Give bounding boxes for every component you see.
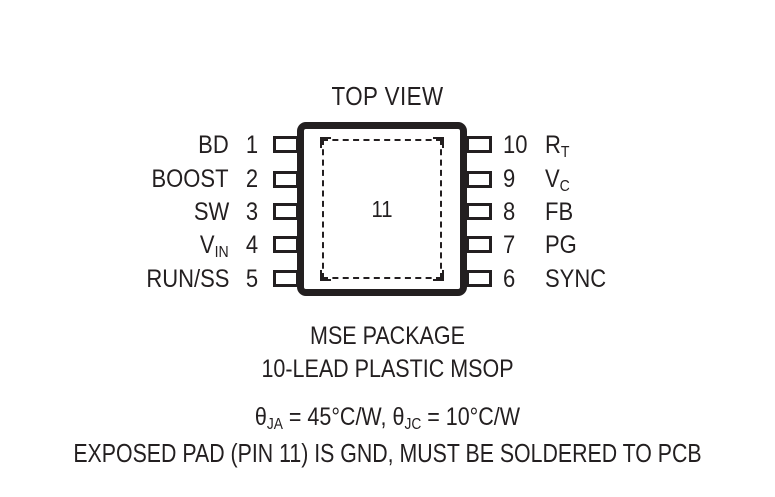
exposed-pad-number-text: 11 [371, 195, 393, 222]
pin-name-vin-subscript: IN [214, 244, 229, 262]
pin-number-10: 10 [503, 131, 528, 159]
pin-name-vc-base: V [545, 165, 560, 193]
pin-number-5: 5 [245, 265, 259, 293]
pin-name-vin-base: V [200, 231, 215, 259]
pin-name-rt: RT [545, 131, 570, 162]
pin-name-bd: BD [198, 131, 229, 159]
pad-corner-tick-bottom-left [320, 270, 331, 281]
pin-number-1: 1 [245, 131, 259, 159]
theta-ja-subscript: JA [266, 416, 283, 434]
pad-corner-tick-top-left [320, 137, 331, 148]
pin-number-4: 4 [245, 231, 259, 259]
theta-ja-value: = 45°C/W, [282, 403, 393, 431]
package-name-caption: MSE PACKAGE [310, 322, 465, 350]
pin-number-7: 7 [503, 231, 516, 259]
pin-label-row-9: 9 VC [503, 165, 763, 196]
lead-pin-3 [273, 203, 299, 220]
pin-name-fb: FB [545, 198, 574, 226]
pin-label-row-2: BOOST 2 [60, 167, 265, 192]
pin-label-row-10: 10 RT [503, 131, 763, 162]
pin-name-pg: PG [545, 231, 577, 259]
pin-name-vin: VIN [200, 231, 229, 262]
top-view-title: TOP VIEW [331, 81, 444, 111]
exposed-pad-number: 11 [329, 139, 435, 279]
pin-label-row-8: 8 FB [503, 200, 763, 225]
lead-pin-10 [466, 136, 492, 153]
theta-jc-symbol: θ [392, 403, 405, 431]
pin-label-row-7: 7 PG [503, 233, 763, 258]
lead-pin-7 [466, 236, 492, 253]
exposed-pad-note-caption: EXPOSED PAD (PIN 11) IS GND, MUST BE SOL… [73, 438, 702, 468]
pin-label-row-6: 6 SYNC [503, 267, 763, 292]
pin-name-vc-subscript: C [559, 178, 570, 196]
lead-pin-8 [466, 203, 492, 220]
pin-name-sync: SYNC [545, 265, 607, 293]
lead-pin-4 [273, 236, 299, 253]
pin-number-3: 3 [245, 198, 259, 226]
pad-corner-tick-bottom-right [433, 270, 444, 281]
pin-name-boost: BOOST [151, 165, 229, 193]
pin-label-row-1: BD 1 [60, 133, 265, 158]
pin-number-8: 8 [503, 198, 516, 226]
pin-name-sw: SW [193, 198, 229, 226]
theta-jc-value: = 10°C/W [421, 403, 521, 431]
pin-number-2: 2 [245, 165, 259, 193]
lead-pin-9 [466, 171, 492, 188]
pin-label-row-5: RUN/SS 5 [60, 267, 265, 292]
package-type-caption: 10-LEAD PLASTIC MSOP [261, 355, 514, 383]
theta-ja-symbol: θ [254, 403, 267, 431]
exposed-pad-outline [322, 139, 442, 279]
lead-pin-2 [273, 171, 299, 188]
package-body-outline [297, 122, 467, 296]
pin-name-rt-base: R [545, 131, 561, 159]
pin-number-9: 9 [503, 165, 516, 193]
pin-number-6: 6 [503, 265, 516, 293]
theta-jc-subscript: JC [404, 416, 422, 434]
pin-name-vc: VC [545, 165, 570, 196]
lead-pin-6 [466, 270, 492, 287]
pin-name-run-ss: RUN/SS [145, 265, 229, 293]
thermal-resistance-caption: θJA = 45°C/W, θJC = 10°C/W [54, 403, 721, 434]
pin-name-rt-subscript: T [560, 144, 570, 162]
lead-pin-1 [273, 136, 299, 153]
lead-pin-5 [273, 270, 299, 287]
pin-label-row-3: SW 3 [60, 200, 265, 225]
pad-corner-tick-top-right [433, 137, 444, 148]
pin-label-row-4: VIN 4 [60, 231, 265, 262]
